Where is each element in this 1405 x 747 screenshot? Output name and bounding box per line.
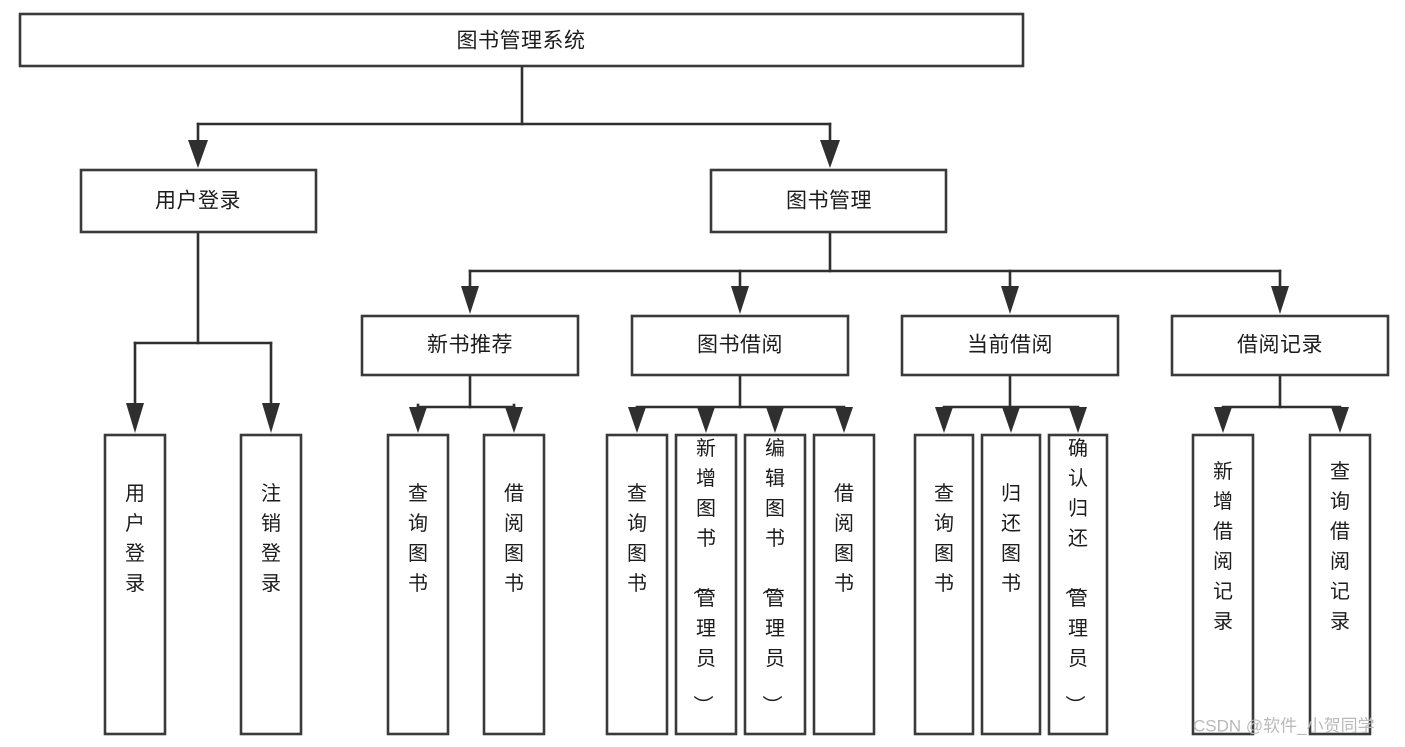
node-book-borrow-label: 图书借阅 <box>697 334 783 357</box>
leaf-current-borrow-3[interactable]: 确认归还（管理员） <box>1047 433 1109 736</box>
leaf-new-book-1-box[interactable] <box>386 433 450 736</box>
leaf-borrow-record-2-label: 查询借阅记录 <box>1330 460 1350 633</box>
leaf-book-borrow-4-label: 借阅图书 <box>834 482 854 595</box>
node-current-borrow-box[interactable] <box>900 314 1120 377</box>
leaf-current-borrow-3-box[interactable] <box>1047 433 1109 736</box>
node-new-book-recommend-label: 新书推荐 <box>427 334 513 357</box>
arrow-book-borrow-leaf-1 <box>628 407 646 433</box>
arrow-to-current-borrow <box>1001 286 1019 314</box>
leaf-borrow-record-1-label: 新增借阅记录 <box>1213 460 1233 633</box>
node-book-management-box[interactable] <box>709 168 948 234</box>
leaf-borrow-record-2-box[interactable] <box>1308 433 1372 736</box>
arrow-user-login-leaf-2 <box>262 403 280 433</box>
arrow-current-borrow-leaf-3 <box>1069 407 1087 433</box>
arrow-book-borrow-leaf-2 <box>697 407 715 433</box>
node-book-management-label: 图书管理 <box>786 190 872 213</box>
leaf-current-borrow-1[interactable]: 查询图书 <box>913 433 975 736</box>
leaf-book-borrow-1-label: 查询图书 <box>627 482 647 595</box>
node-book-borrow-box[interactable] <box>630 314 850 377</box>
leaf-book-borrow-3-label: 编辑图书（管理员） <box>760 437 785 715</box>
leaf-new-book-2[interactable]: 借阅图书 <box>482 433 546 736</box>
node-root-label: 图书管理系统 <box>457 30 586 53</box>
arrow-borrow-record-leaf-2 <box>1331 407 1349 433</box>
arrow-current-borrow-leaf-1 <box>935 407 953 433</box>
leaf-user-login-1-label: 用户登录 <box>125 483 145 595</box>
leaf-book-borrow-4[interactable]: 借阅图书 <box>812 433 876 736</box>
connector-layer <box>126 64 1349 433</box>
leaf-borrow-record-2[interactable]: 查询借阅记录 <box>1308 433 1372 736</box>
node-root-book-management-system[interactable]: 图书管理系统 <box>18 12 1025 68</box>
arrow-user-login-leaf-1 <box>126 403 144 433</box>
leaf-book-borrow-3-box[interactable] <box>743 433 807 736</box>
leaf-book-borrow-1-box[interactable] <box>605 433 669 736</box>
leaf-borrow-record-1-box[interactable] <box>1191 433 1255 736</box>
leaf-user-login-1-box[interactable] <box>103 433 167 736</box>
arrow-book-borrow-leaf-3 <box>766 407 784 433</box>
leaf-borrow-record-1[interactable]: 新增借阅记录 <box>1191 433 1255 736</box>
leaf-book-borrow-2-label: 新增图书（管理员） <box>691 437 716 715</box>
node-user-login-label: 用户登录 <box>155 190 241 213</box>
leaf-user-login-2-label: 注销登录 <box>261 482 281 595</box>
node-new-book-recommend-box[interactable] <box>360 314 580 377</box>
node-user-login[interactable]: 用户登录 <box>79 168 318 234</box>
leaf-new-book-1[interactable]: 查询图书 <box>386 433 450 736</box>
arrow-to-new-book <box>461 286 479 314</box>
leaf-user-login-2[interactable]: 注销登录 <box>239 433 303 736</box>
node-user-login-box[interactable] <box>79 168 318 234</box>
leaf-current-borrow-2-box[interactable] <box>980 433 1042 736</box>
csdn-watermark: CSDN @软件_小贺同学 <box>1193 716 1375 735</box>
arrow-to-book-borrow <box>731 286 749 314</box>
arrow-new-book-leaf-2 <box>505 407 523 433</box>
leaf-book-borrow-3[interactable]: 编辑图书（管理员） <box>743 433 807 736</box>
arrow-current-borrow-leaf-2 <box>1002 407 1020 433</box>
leaf-user-login-1[interactable]: 用户登录 <box>103 433 167 736</box>
leaf-new-book-2-label: 借阅图书 <box>504 482 524 595</box>
node-root-box[interactable] <box>18 12 1025 68</box>
node-borrow-record-box[interactable] <box>1170 314 1390 377</box>
leaf-book-borrow-2[interactable]: 新增图书（管理员） <box>674 433 738 736</box>
arrow-new-book-leaf-1 <box>409 407 427 433</box>
leaf-current-borrow-1-box[interactable] <box>913 433 975 736</box>
arrow-to-book-manage <box>820 140 840 168</box>
leaf-user-login-2-box[interactable] <box>239 433 303 736</box>
node-book-borrow[interactable]: 图书借阅 <box>630 314 850 377</box>
leaf-book-borrow-4-box[interactable] <box>812 433 876 736</box>
node-borrow-record[interactable]: 借阅记录 <box>1170 314 1390 377</box>
leaf-current-borrow-2[interactable]: 归还图书 <box>980 433 1042 736</box>
arrow-borrow-record-leaf-1 <box>1214 407 1232 433</box>
node-new-book-recommend[interactable]: 新书推荐 <box>360 314 580 377</box>
arrow-book-borrow-leaf-4 <box>835 407 853 433</box>
leaf-current-borrow-1-label: 查询图书 <box>934 482 954 595</box>
node-current-borrow[interactable]: 当前借阅 <box>900 314 1120 377</box>
arrow-to-borrow-record <box>1271 286 1289 314</box>
arrow-to-user-login <box>188 140 208 168</box>
leaf-book-borrow-2-box[interactable] <box>674 433 738 736</box>
leaf-new-book-2-box[interactable] <box>482 433 546 736</box>
leaf-book-borrow-1[interactable]: 查询图书 <box>605 433 669 736</box>
leaf-current-borrow-3-label: 确认归还（管理员） <box>1063 437 1088 715</box>
node-borrow-record-label: 借阅记录 <box>1237 334 1323 357</box>
leaf-current-borrow-2-label: 归还图书 <box>1001 482 1021 595</box>
node-current-borrow-label: 当前借阅 <box>967 334 1053 357</box>
leaf-new-book-1-label: 查询图书 <box>408 482 428 595</box>
node-book-management[interactable]: 图书管理 <box>709 168 948 234</box>
